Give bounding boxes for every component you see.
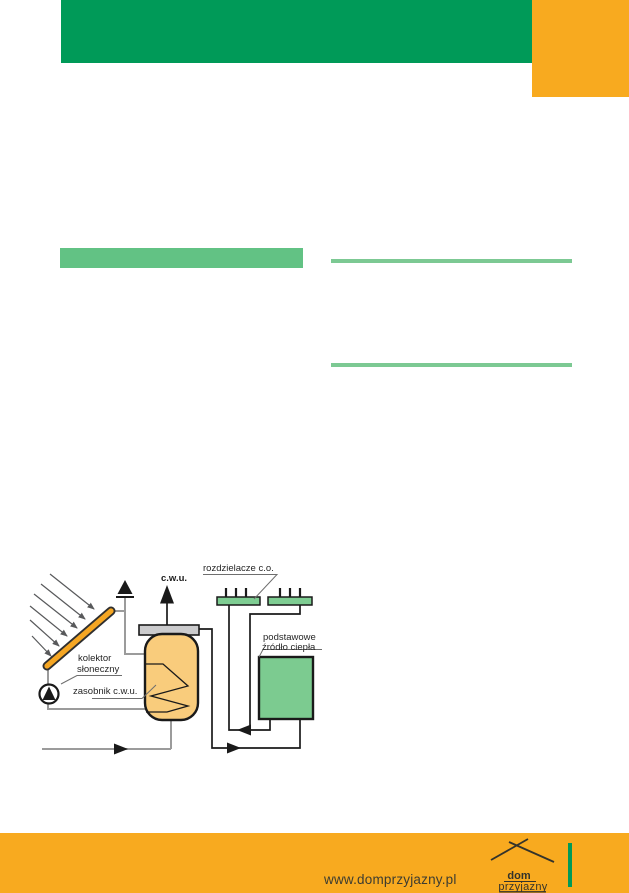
solar-loop-pipes [42, 598, 172, 755]
text-rule-top [331, 259, 572, 263]
leader-kolektor [60, 675, 122, 685]
footer-url-link[interactable]: www.domprzyjazny.pl [324, 872, 457, 887]
zasobnik-label: zasobnik c.w.u. [73, 686, 137, 697]
air-vent-icon [116, 580, 134, 598]
heat-exchanger-coil [146, 663, 191, 713]
sun-rays-icon [29, 573, 95, 657]
text-rule-bottom [331, 363, 572, 367]
zrodlo-label-line2: źródło ciepła [262, 642, 316, 653]
solar-collector [42, 606, 116, 671]
leader-rozdzielacze [203, 574, 279, 600]
flow-arrow-left-icon [237, 724, 251, 736]
header-green-bar [61, 0, 532, 63]
flow-arrow-right-icon [114, 743, 128, 755]
leader-zasobnik [92, 684, 157, 699]
leader-zrodlo [258, 649, 322, 658]
co-manifold-right [267, 588, 313, 606]
co-manifold-left [216, 588, 261, 606]
kolektor-label-line1: kolektor [78, 653, 111, 664]
kolektor-label-line2: słoneczny [77, 664, 119, 675]
storage-tank [143, 632, 200, 722]
dhw-outlet-arrow [160, 585, 174, 625]
footer-brand-tick [568, 843, 572, 887]
heat-source-box [257, 655, 315, 721]
tank-cap [138, 624, 200, 636]
rozdzielacze-label: rozdzielacze c.o. [203, 563, 274, 574]
zrodlo-label-line1: podstawowe [263, 632, 316, 643]
flow-arrow-right-icon [227, 742, 241, 754]
pump-icon [38, 683, 60, 705]
header-orange-accent-block [532, 0, 629, 97]
footer-bar [0, 833, 629, 893]
co-loop-pipes [199, 605, 301, 754]
section-heading-box [60, 248, 303, 268]
cwu-label: c.w.u. [161, 573, 187, 584]
